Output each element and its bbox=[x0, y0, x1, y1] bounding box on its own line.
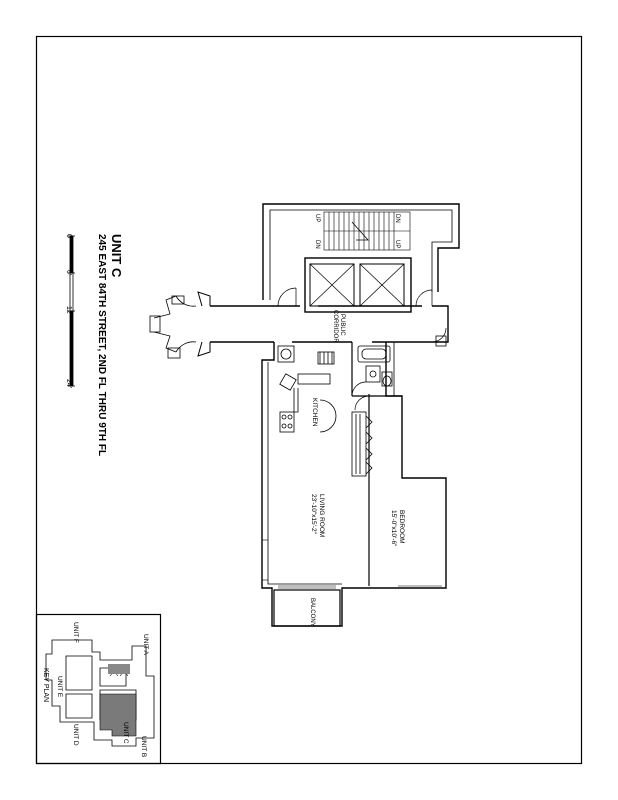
kitchen-label: KITCHEN bbox=[311, 398, 318, 427]
scale-tick-0: 0 bbox=[65, 234, 72, 238]
balcony bbox=[273, 589, 341, 627]
closet-bank bbox=[351, 411, 373, 477]
key-plan-unit-c: UNIT C bbox=[122, 722, 129, 744]
key-plan-unit-c-highlight bbox=[99, 693, 137, 737]
key-plan-unit-e: UNIT E bbox=[56, 676, 63, 698]
corridor-door-end bbox=[431, 327, 447, 343]
elevator-bank bbox=[304, 257, 412, 313]
key-plan-title: KEY PLAN bbox=[42, 668, 49, 702]
scale-tick-6: 6' bbox=[65, 270, 72, 275]
corridor-label-2: CORRIDOR bbox=[332, 310, 338, 343]
core-inner-wall bbox=[269, 209, 453, 300]
corridor-end-right bbox=[432, 305, 449, 343]
title-block: UNIT C 245 EAST 84TH STREET, 2ND FL THRU… bbox=[96, 234, 124, 456]
unit-outer-wall bbox=[261, 342, 447, 627]
left-vestibule bbox=[197, 291, 211, 357]
living-room-dims: 23'-10"x15'-2" bbox=[310, 494, 317, 535]
balcony-label: BALCONY bbox=[309, 598, 315, 627]
left-exit-door-bottom bbox=[153, 331, 197, 353]
key-plan-unit-b: UNIT B bbox=[140, 736, 147, 757]
unit-title: UNIT C bbox=[109, 234, 124, 278]
kitchen-fixtures bbox=[277, 345, 337, 433]
stair bbox=[323, 211, 411, 251]
stair-dn-2: DN bbox=[394, 214, 400, 223]
stair-up-1: UP bbox=[314, 214, 320, 222]
bath-fixtures bbox=[351, 345, 393, 397]
key-plan-unit-a: UNIT A bbox=[142, 634, 149, 655]
stair-up-2: UP bbox=[394, 240, 400, 248]
corridor-label-1: PUBLIC bbox=[339, 314, 345, 336]
bedroom-label: BEDROOM bbox=[398, 510, 405, 544]
scale-tick-24: 24' bbox=[65, 379, 72, 388]
key-plan-frame bbox=[35, 613, 162, 765]
address-title: 245 EAST 84TH STREET, 2ND FL THRU 9TH FL bbox=[96, 234, 107, 456]
living-room-label: LIVING ROOM bbox=[318, 494, 325, 537]
cooktop bbox=[279, 411, 295, 433]
key-plan-unit-d: UNIT D bbox=[72, 724, 79, 746]
sheet-border bbox=[35, 35, 583, 765]
bathtub bbox=[357, 345, 391, 363]
bedroom-dims: 15'-0"x10'-6" bbox=[390, 510, 397, 547]
bath-vanity bbox=[365, 365, 381, 383]
stair-dn-1: DN bbox=[314, 240, 320, 249]
key-plan-unit-f: UNIT F bbox=[72, 622, 79, 643]
core-outer-wall bbox=[262, 203, 460, 300]
kitchen-counter bbox=[317, 351, 335, 365]
corridor-door-left bbox=[277, 287, 297, 307]
range-burner bbox=[280, 348, 292, 360]
refrigerator bbox=[277, 345, 295, 363]
scale-tick-12: 12' bbox=[65, 306, 72, 315]
key-plan: UNIT F UNIT A UNIT B UNIT C UNIT D UNIT … bbox=[35, 613, 162, 765]
key-plan-outline bbox=[45, 639, 155, 747]
left-exit-door-top bbox=[153, 295, 197, 319]
floor-plan: UP DN DN UP bbox=[149, 203, 460, 627]
bedroom-door bbox=[354, 395, 370, 411]
corridor-door-right bbox=[415, 289, 433, 307]
scale-bar: 0 6' 12' 24' bbox=[65, 234, 75, 388]
